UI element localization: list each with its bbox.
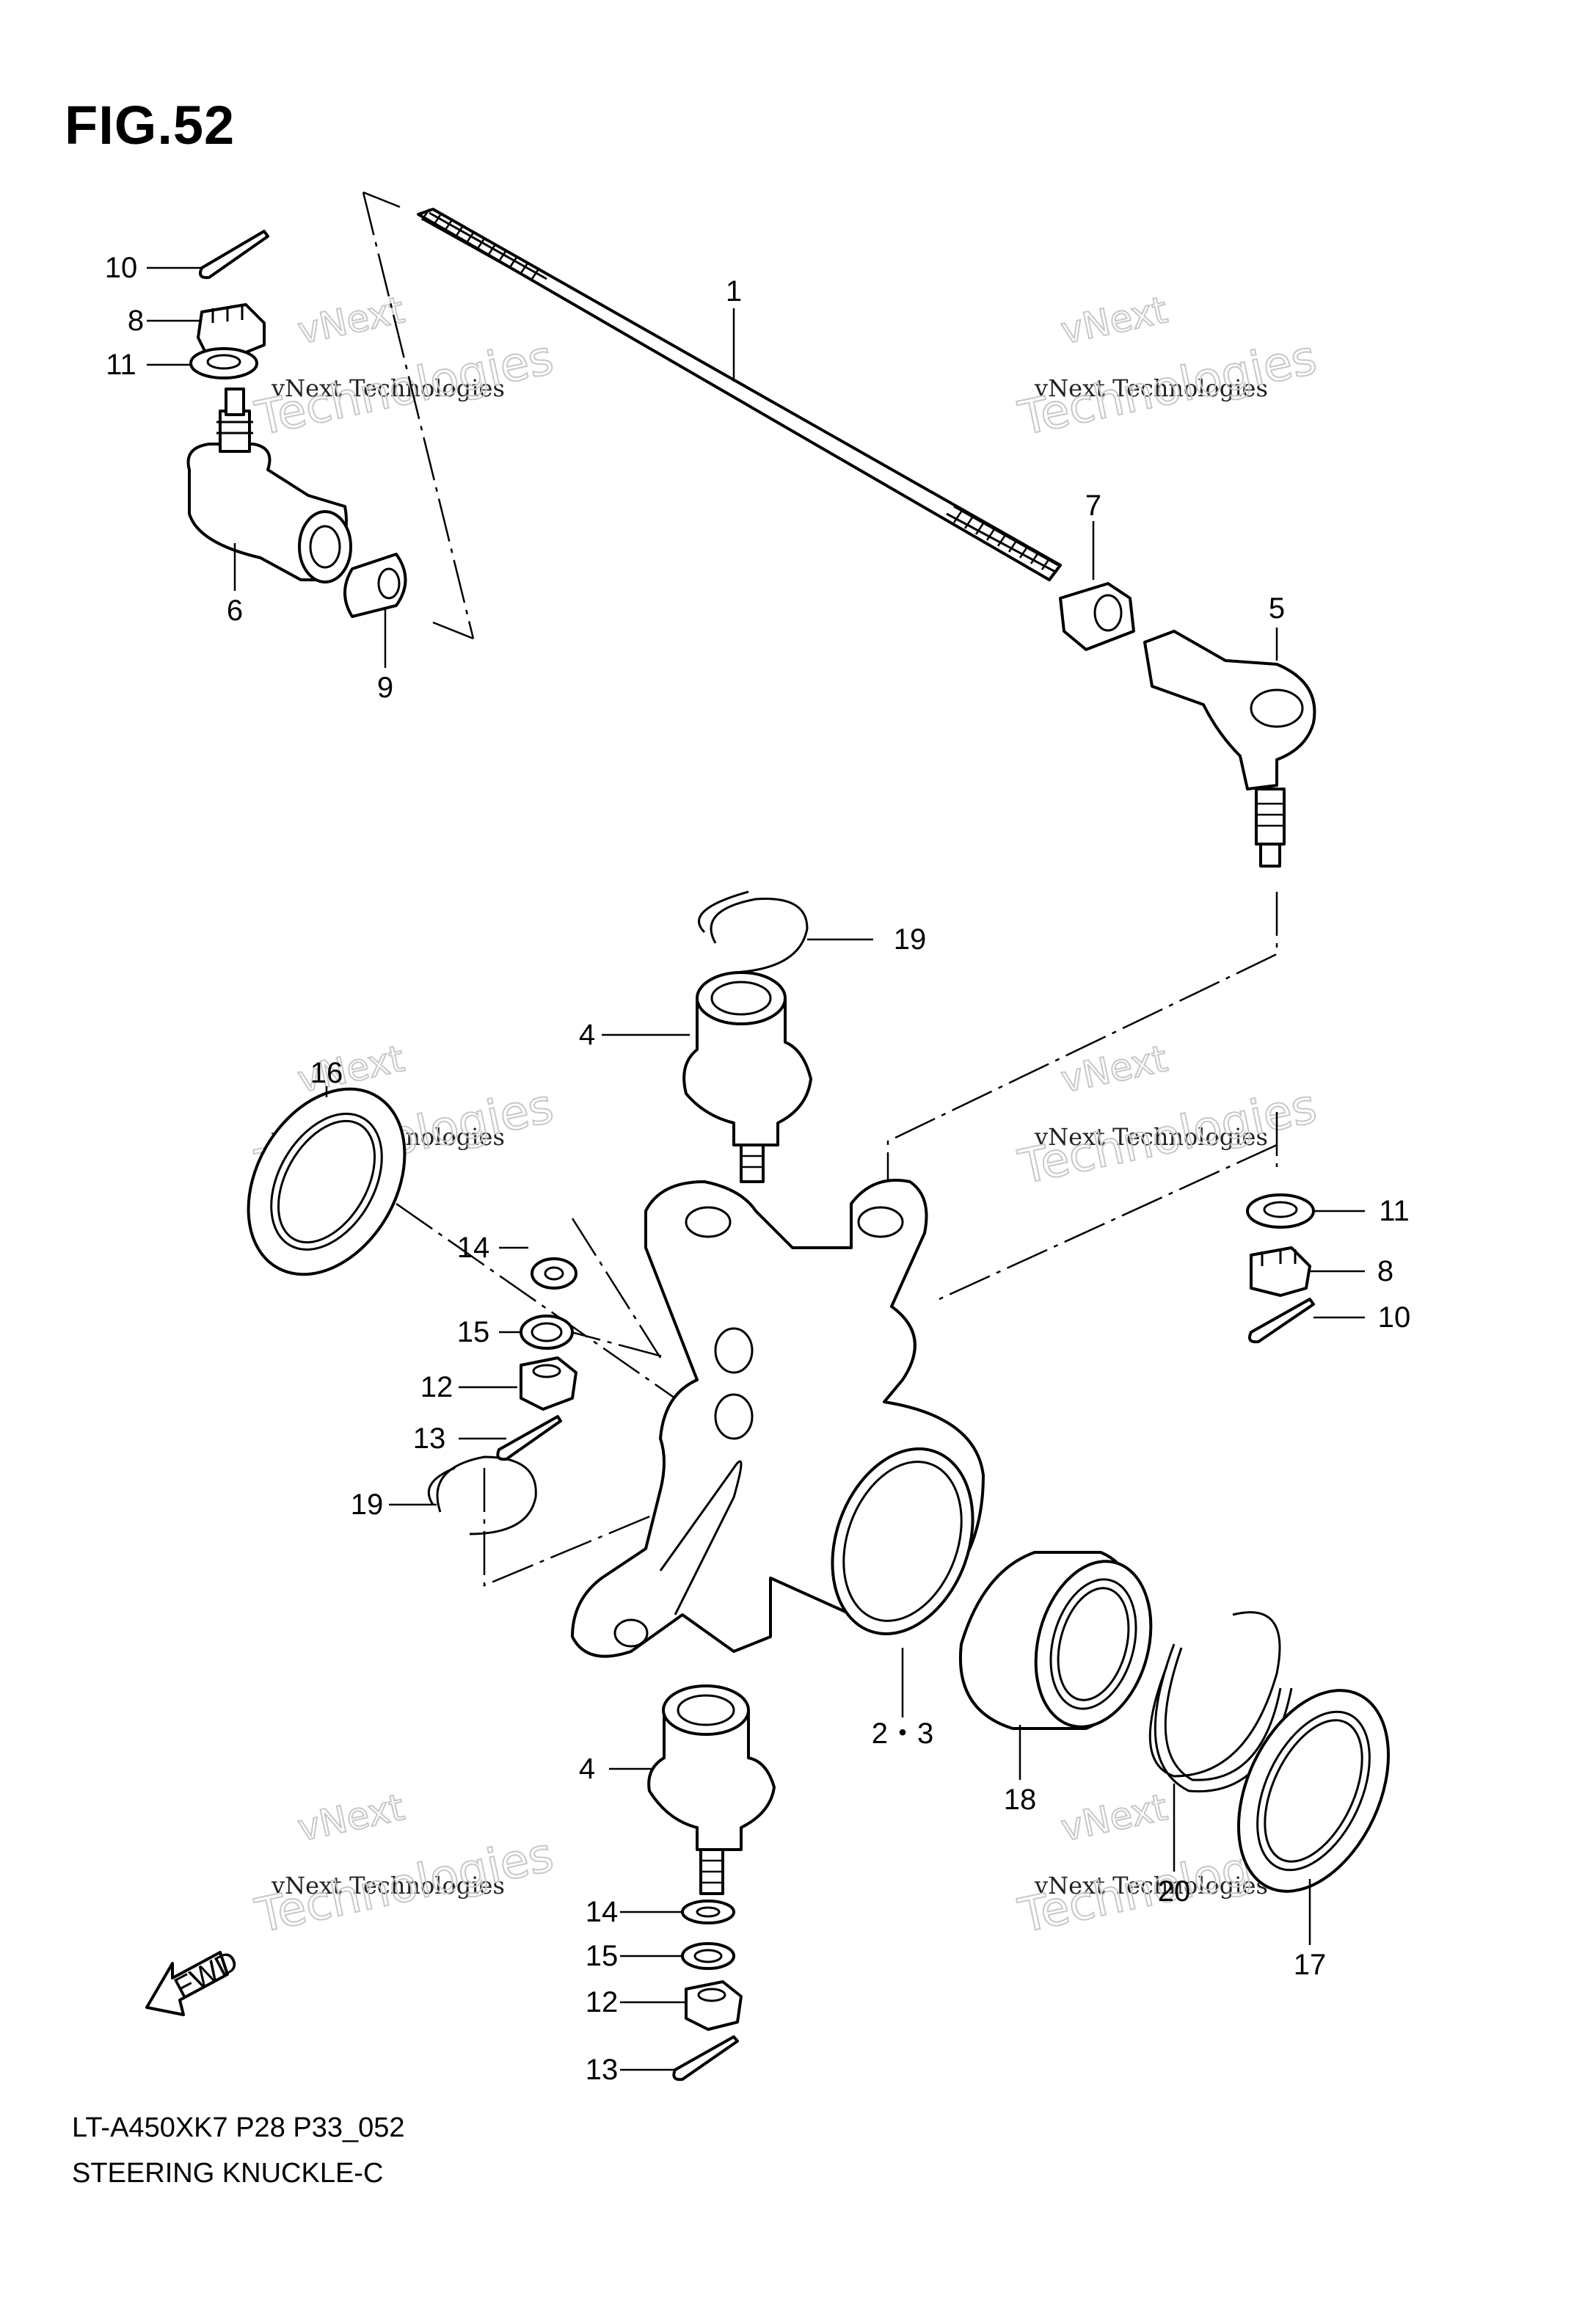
callout-4-top: 4 [579, 1019, 595, 1051]
fwd-arrow-icon: FWD [145, 1945, 244, 2016]
washer-top-left [189, 347, 258, 379]
watermark-text: vNext Technologies [271, 1872, 505, 1900]
callout-9: 9 [377, 672, 393, 704]
ball-joint-top [682, 971, 812, 1183]
watermark-technologies: Technologies [251, 1828, 558, 1944]
tie-rod [417, 208, 1062, 581]
callout-10-left: 10 [105, 252, 138, 284]
washer-11-right [1246, 1193, 1315, 1229]
callout-19-top: 19 [894, 923, 927, 956]
callout-2-3: 2・3 [872, 1717, 934, 1750]
callout-14-lower: 14 [586, 1896, 619, 1928]
castle-nut-top-left [197, 303, 266, 354]
watermark-vnext: vNext [294, 288, 408, 352]
snap-ring-top [698, 890, 809, 974]
nut-12-upper [520, 1356, 577, 1411]
cotter-pin-10-right [1248, 1298, 1315, 1344]
callout-12-upper: 12 [420, 1371, 453, 1403]
snap-ring-large [1148, 1611, 1281, 1778]
castle-nut-8-right [1250, 1246, 1311, 1297]
watermark-vnext: vNext [1057, 1786, 1171, 1850]
seal-left [247, 1087, 407, 1276]
seal-right [1236, 1689, 1391, 1893]
washer-15-upper [520, 1315, 574, 1350]
watermark-text: vNext Technologies [1034, 374, 1268, 402]
callout-15-lower: 15 [586, 1940, 619, 1972]
cotter-pin-top-left [199, 230, 269, 280]
wheel-bearing [958, 1551, 1153, 1730]
watermark-vnext: vNext [1057, 288, 1171, 352]
callout-8-left: 8 [128, 305, 144, 337]
watermark-technologies: Technologies [251, 330, 558, 446]
callout-14-upper: 14 [457, 1232, 490, 1264]
callout-20: 20 [1158, 1875, 1191, 1908]
callout-1: 1 [726, 275, 742, 308]
figure-title: FIG.52 [65, 95, 236, 156]
watermark-text: vNext Technologies [1034, 1872, 1268, 1900]
callout-16: 16 [310, 1057, 343, 1089]
callout-13-lower: 13 [586, 2054, 619, 2086]
watermark-technologies: Technologies [1014, 1079, 1322, 1195]
callout-4-lower: 4 [579, 1753, 595, 1785]
watermark-vnext: vNext [294, 1786, 408, 1850]
watermark-text: vNext Technologies [1034, 1123, 1268, 1151]
watermark-technologies: Technologies [1014, 330, 1322, 446]
callout-10-right: 10 [1378, 1301, 1411, 1334]
cotter-pin-13-upper [496, 1415, 562, 1461]
washer-14-lower [681, 1900, 735, 1924]
washer-15-lower [681, 1942, 735, 1970]
snap-ring-lower [427, 1455, 537, 1535]
nut-12-lower [685, 1980, 743, 2031]
lock-nut-right [1059, 582, 1135, 651]
callout-12-lower: 12 [586, 1986, 619, 2018]
callout-labels: 1 2・3 4 4 5 6 7 8 8 9 10 10 11 11 12 12 … [105, 252, 1411, 2086]
callout-11-right: 11 [1379, 1195, 1410, 1227]
steering-knuckle [571, 1179, 985, 1658]
watermark-vnext: vNext [1057, 1037, 1171, 1101]
leader-lines [147, 266, 1365, 2071]
callout-7: 7 [1085, 490, 1101, 522]
callout-11-left: 11 [106, 349, 136, 381]
callout-8-right: 8 [1377, 1255, 1393, 1287]
lock-nut-left [343, 553, 407, 618]
callout-18: 18 [1004, 1784, 1037, 1816]
fwd-label: FWD [170, 1945, 244, 2005]
figure-code: LT-A450XK7 P28 P33_052 [72, 2112, 405, 2143]
watermark-text: vNext Technologies [271, 374, 505, 402]
tie-rod-end-right [1143, 630, 1316, 868]
callout-15-upper: 15 [457, 1316, 490, 1348]
ball-joint-lower [647, 1684, 776, 1895]
tie-rod-end-left [186, 388, 352, 584]
washer-14-upper [531, 1257, 577, 1290]
callout-19-lower: 19 [351, 1488, 384, 1521]
callout-5: 5 [1269, 592, 1285, 625]
cotter-pin-13-lower [672, 2035, 739, 2082]
callout-13-upper: 13 [413, 1422, 446, 1455]
callout-6: 6 [227, 595, 243, 627]
assembly-lines [362, 191, 1278, 1587]
figure-name: STEERING KNUCKLE-C [72, 2158, 384, 2189]
callout-17: 17 [1294, 1949, 1327, 1981]
